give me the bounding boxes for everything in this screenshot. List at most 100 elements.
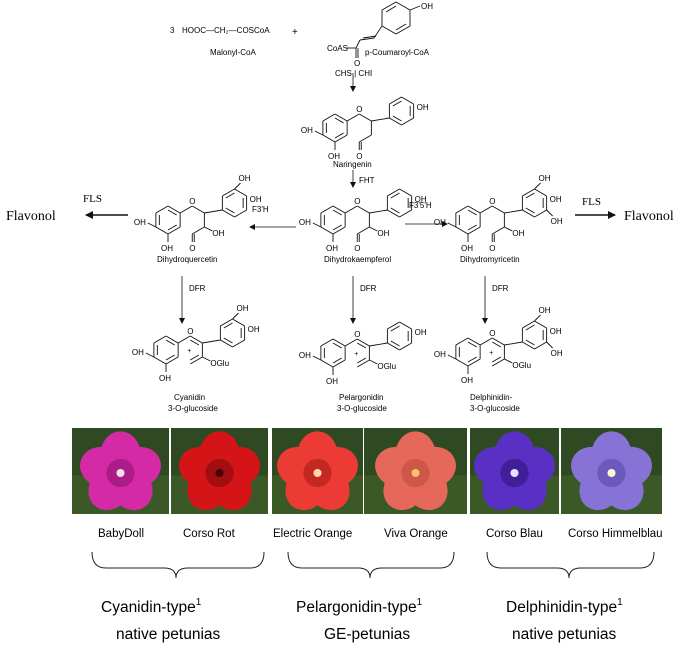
a-ring-7-oh: OH [301, 126, 313, 135]
flower-center [607, 468, 616, 478]
ring-c-bond [344, 205, 358, 214]
carbonyl-oxygen: O [189, 244, 195, 253]
flavonol-right: Flavonol [624, 209, 674, 224]
ring-c-bond [357, 359, 370, 368]
coumaroyl-coas: CoAS [327, 44, 348, 53]
pelargonidin-label-1: Pelargonidin [339, 393, 383, 402]
a-ring-7-oh: OH [299, 351, 311, 360]
group-delphinidin-line1: Delphinidin-type1 [506, 597, 623, 616]
ring-c-bond [492, 226, 505, 235]
ring-b-bond [522, 341, 535, 350]
petunia-name-electric-orange: Electric Orange [273, 528, 352, 540]
ring-b-bond [522, 188, 535, 197]
dihydroquercetin-label: Dihydroquercetin [157, 255, 217, 264]
ring-a-bond [455, 205, 469, 214]
c-ring-3-oglu: OGlu [377, 362, 396, 371]
ring-b-double [392, 115, 402, 122]
b-ring-3-oh: OH [538, 174, 550, 183]
coumaroyl-oh: OH [421, 2, 433, 11]
ring-b-bond [399, 188, 412, 197]
delphinidin-label-1: Delphinidin- [470, 393, 513, 402]
ring-b-bond [389, 117, 402, 126]
carbonyl-oxygen: O [354, 244, 360, 253]
a-ring-5-oh: OH [161, 244, 173, 253]
dihydrokaempferol-label: Dihydrokaempferol [324, 255, 391, 264]
ring-b-double [525, 207, 535, 214]
ring-a-bond [167, 205, 181, 214]
ring-b-bond [387, 321, 400, 330]
dfr-label-cyanidin: DFR [189, 284, 206, 293]
petunia-photo-5 [470, 428, 559, 514]
ring-b-double [223, 337, 233, 344]
ring-b-double [223, 322, 233, 329]
ring-c-double [190, 354, 200, 361]
petunia-name-corso-rot: Corso Rot [183, 528, 236, 540]
petunia-photo-1 [72, 428, 169, 514]
ring-b-bond [220, 318, 233, 327]
f3h-label: F3'H [252, 205, 269, 214]
ring-a-bond [332, 205, 346, 214]
ring-c-bond [346, 113, 360, 122]
cyanidin-label-2: 3-O-glucoside [168, 404, 218, 413]
a-ring-5-oh: OH [326, 244, 338, 253]
c-ring-3-oh: OH [377, 229, 389, 238]
b-ring-3-oh: OH [238, 174, 250, 183]
ring-b-double [525, 339, 535, 346]
ring-c-double [357, 342, 367, 349]
ring-b-bond [534, 188, 547, 197]
petunia-photos [72, 428, 662, 514]
ring-a-double [334, 132, 344, 139]
coumaroyl-structure [346, 1, 421, 58]
b-ring-4-oh: OH [550, 195, 562, 204]
b-ring-4-oh: OH [250, 195, 262, 204]
b-ring-4-oh: OH [415, 195, 427, 204]
ring-c-double [190, 339, 200, 346]
ring-a-double [467, 341, 477, 348]
ring-a-bond [153, 356, 167, 365]
ring-c-charge: + [489, 350, 493, 357]
ring-a-double [167, 224, 177, 231]
c-ring-3-oglu: OGlu [512, 361, 531, 370]
ring-a-bond [467, 205, 481, 214]
ring-b-double [392, 100, 402, 107]
ring-a-bond [320, 205, 334, 214]
b-ring-link [371, 117, 390, 122]
ring-a-bond [467, 337, 481, 346]
oh-bond [145, 352, 155, 358]
ring-c-bond [359, 113, 372, 122]
ring-b-bond [534, 320, 547, 329]
ring-b-bond [232, 318, 245, 327]
ring-b-bond [387, 209, 400, 218]
fht-label: FHT [359, 176, 375, 185]
flower-center [510, 468, 519, 478]
coumaroyl-oxygen: O [354, 59, 360, 68]
a-ring-5-oh: OH [461, 244, 473, 253]
ring-c-bond [357, 205, 370, 214]
ring-a-double [467, 224, 477, 231]
ring-b-bond [522, 320, 535, 329]
bracket-delphinidin [486, 551, 655, 579]
bracket-pelargonidin [287, 551, 455, 579]
petunia-name-viva-orange: Viva Orange [384, 528, 448, 540]
ring-a-bond [320, 359, 334, 368]
a-ring-5-oh: OH [159, 374, 171, 383]
ring-c-bond [344, 338, 358, 347]
ring-a-bond [455, 226, 469, 235]
ring-oxygen: O [356, 105, 362, 114]
oh-bond [234, 182, 241, 190]
ring-a-bond [167, 226, 181, 235]
coumaroyl-name: p-Coumaroyl-CoA [365, 48, 430, 57]
flower-center [116, 468, 125, 478]
oh-bond [534, 314, 541, 322]
ring-b-bond [387, 342, 400, 351]
malonyl-coefficient: 3 [170, 26, 175, 35]
petunia-photo-4 [364, 428, 467, 514]
b-ring-link [369, 209, 388, 214]
ring-c-bond [357, 338, 370, 347]
ring-a-bond [165, 356, 179, 365]
petunia-name-corso-blau: Corso Blau [486, 528, 543, 540]
